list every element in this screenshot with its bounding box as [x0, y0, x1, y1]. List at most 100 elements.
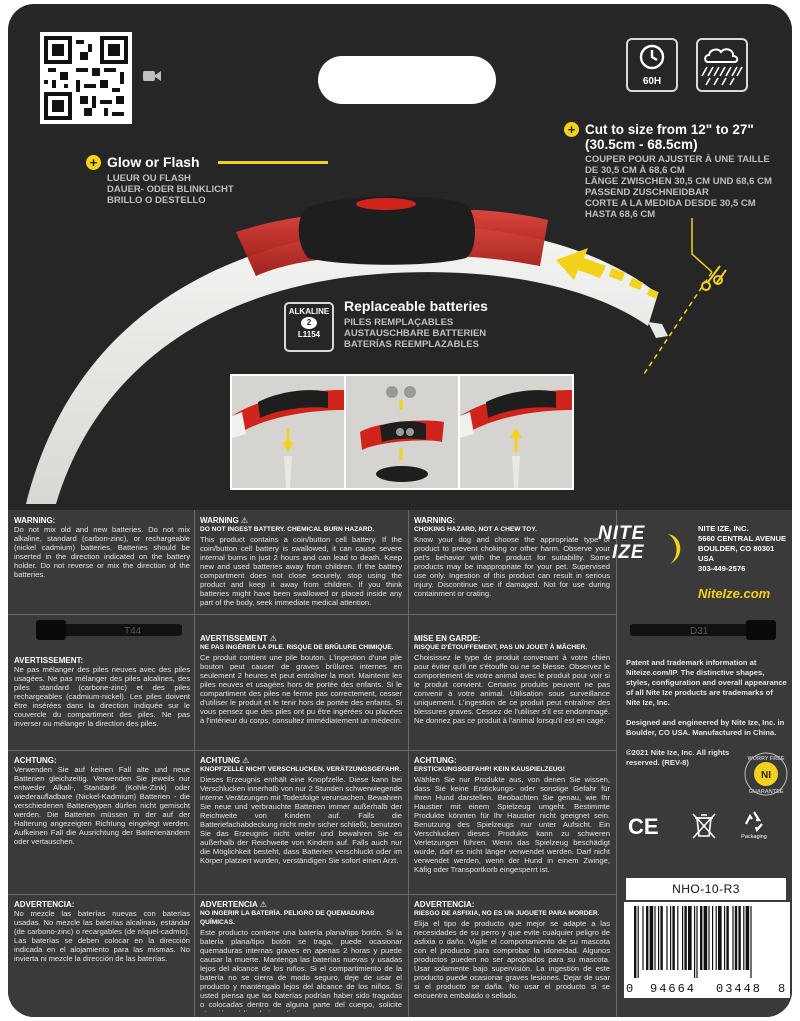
barcode-bar: [743, 906, 745, 970]
barcode-bar: [738, 906, 741, 970]
zip-tie-left: T44: [36, 620, 182, 640]
svg-text:T44: T44: [124, 626, 142, 637]
cut-de: LÄNGE ZWISCHEN 30,5 CM UND 68,6 CM PASSE…: [585, 176, 772, 198]
barcode-bar: [703, 906, 708, 970]
glow-es: BRILLO O DESTELLO: [107, 195, 206, 206]
callout-line: [218, 161, 328, 164]
hang-hole: [318, 56, 496, 104]
warning-fr-ingest: AVERTISSEMENT ⚠ NE PAS INGÉRER LA PILE. …: [200, 634, 402, 725]
warning-de-batteries: ACHTUNG: Verwenden Sie auf keinen Fall a…: [14, 756, 190, 846]
cut-arrow: [556, 248, 659, 299]
ce-mark-icon: CE: [628, 814, 658, 839]
runtime-label: 60H: [642, 76, 662, 87]
rain-cloud-icon: [701, 48, 743, 86]
barcode-bar: [715, 906, 717, 970]
barcode-bar: [718, 906, 722, 970]
upc-barcode: 0 94664 03448 8: [624, 902, 790, 998]
moon-icon: [668, 534, 681, 564]
sku-label: NHO-10-R3: [626, 878, 786, 900]
battery-title: Replaceable batteries: [344, 298, 488, 314]
warning-triangle-icon: ⚠: [269, 634, 277, 643]
barcode-bar: [726, 906, 729, 970]
qr-code[interactable]: [40, 32, 132, 124]
step-photo-3: [460, 376, 572, 488]
barcode-bar: [658, 906, 660, 970]
barcode-bar: [660, 906, 663, 970]
glow-feature: + Glow or Flash LUEUR OU FLASH DAUER- ODE…: [86, 154, 328, 206]
weather-badge: [696, 38, 748, 92]
svg-text:GUARANTEE: GUARANTEE: [749, 789, 784, 795]
plus-icon: +: [86, 154, 101, 170]
scissors-icon: [701, 265, 727, 291]
collar-band: [26, 226, 658, 504]
cut-title: Cut to size from 12" to 27": [585, 122, 754, 137]
warning-triangle-icon: ⚠: [242, 756, 250, 765]
barcode-bar: [696, 906, 698, 978]
warning-de-ingest: ACHTUNG ⚠ KNOPFZELLE NICHT VERSCHLUCKEN,…: [200, 756, 402, 865]
package-card: 60H + Glow or Flash LUEUR OU FLASH DAUER-…: [8, 4, 792, 1017]
crossed-bin-icon: [692, 813, 716, 839]
worry-free-guarantee-badge: NI WORRY FREE GUARANTEE: [744, 752, 788, 796]
barcode-bar: [666, 906, 668, 970]
barcode-bar: [688, 906, 692, 970]
cut-feature: + Cut to size from 12" to 27" (30.5cm - 6…: [564, 122, 784, 220]
glow-title: Glow or Flash: [107, 154, 200, 170]
barcode-bar: [649, 906, 654, 970]
cut-es: CORTE A LA MEDIDA DESDE 30,5 CM HASTA 68…: [585, 198, 756, 220]
cut-fr: COUPER POUR AJUSTER À UNE TAILLE DE 30,5…: [585, 154, 770, 176]
barcode-bar: [682, 906, 684, 970]
barcode-bar: [637, 906, 639, 978]
legal-text: Patent and trademark information at Nite…: [626, 658, 787, 767]
glow-de: DAUER- ODER BLINKLICHT: [107, 184, 234, 195]
barcode-bar: [712, 906, 714, 970]
barcode-bar: [694, 906, 696, 978]
barcode-bar: [708, 906, 710, 970]
battery-feature: Replaceable batteries PILES REMPLAÇABLES…: [344, 298, 584, 350]
battery-fr: PILES REMPLAÇABLES: [344, 317, 454, 328]
warning-de-choking: ACHTUNG: ERSTICKUNGSGEFAHR! KEIN KAUSPIE…: [414, 756, 610, 874]
clock-icon: [639, 44, 665, 70]
warning-triangle-icon: ⚠: [240, 516, 249, 525]
barcode-bar: [745, 906, 750, 970]
barcode-bar: [734, 906, 738, 970]
warning-es-ingest: ADVERTENCIA ⚠ NO INGERIR LA BATERÍA. PEL…: [200, 900, 402, 1012]
barcode-bar: [646, 906, 649, 970]
warning-en-batteries: WARNING: Do not mix old and new batterie…: [14, 516, 190, 579]
battery-housing: [298, 196, 475, 265]
warning-fr-batteries: AVERTISSEMENT: Ne pas mélanger des piles…: [14, 656, 190, 728]
company-address: NITE IZE, INC. 5660 CENTRAL AVENUE BOULD…: [698, 524, 787, 573]
svg-text:D31: D31: [690, 626, 709, 637]
battery-icon: ALKALINE 2 L1154: [284, 302, 334, 352]
step-photo-1: [232, 376, 344, 488]
recycle-mark: Packaging: [738, 810, 770, 842]
step-photo-2: [346, 376, 458, 488]
cut-metric: (30.5cm - 68.5cm): [585, 137, 698, 152]
barcode-bar: [654, 906, 656, 970]
glow-fr: LUEUR OU FLASH: [107, 173, 191, 184]
plus-icon: +: [564, 122, 579, 137]
zip-tie-right: D31: [630, 620, 776, 640]
svg-text:WORRY FREE: WORRY FREE: [748, 756, 785, 762]
barcode-bar: [634, 906, 637, 978]
warning-triangle-icon: ⚠: [259, 900, 267, 909]
barcode-bar: [677, 906, 679, 970]
barcode-bars: [634, 906, 752, 978]
barcode-bar: [670, 906, 672, 970]
warning-en-choking: WARNING: CHOKING HAZARD, NOT A CHEW TOY.…: [414, 516, 610, 598]
warning-fr-choking: MISE EN GARDE: RISQUE D'ÉTOUFFEMENT, PAS…: [414, 634, 610, 725]
svg-text:NI: NI: [761, 770, 771, 781]
nite-ize-logo: NITE IZE: [598, 524, 688, 594]
battery-steps-photos: [230, 374, 574, 490]
barcode-bar: [672, 906, 675, 970]
runtime-badge: 60H: [626, 38, 678, 92]
recycle-icon: [745, 811, 763, 833]
barcode-bar: [732, 906, 734, 970]
collar-illustration: [26, 196, 727, 504]
battery-es: BATERÍAS REEMPLAZABLES: [344, 339, 479, 350]
website-link[interactable]: NiteIze.com: [698, 586, 771, 601]
warning-es-batteries: ADVERTENCIA: No mezcle las baterías nuev…: [14, 900, 190, 963]
warning-en-ingest: WARNING ⚠ DO NOT INGEST BATTERY. CHEMICA…: [200, 516, 402, 607]
glow-button: [356, 198, 416, 210]
barcode-bar: [700, 906, 703, 970]
barcode-bar: [724, 906, 726, 970]
